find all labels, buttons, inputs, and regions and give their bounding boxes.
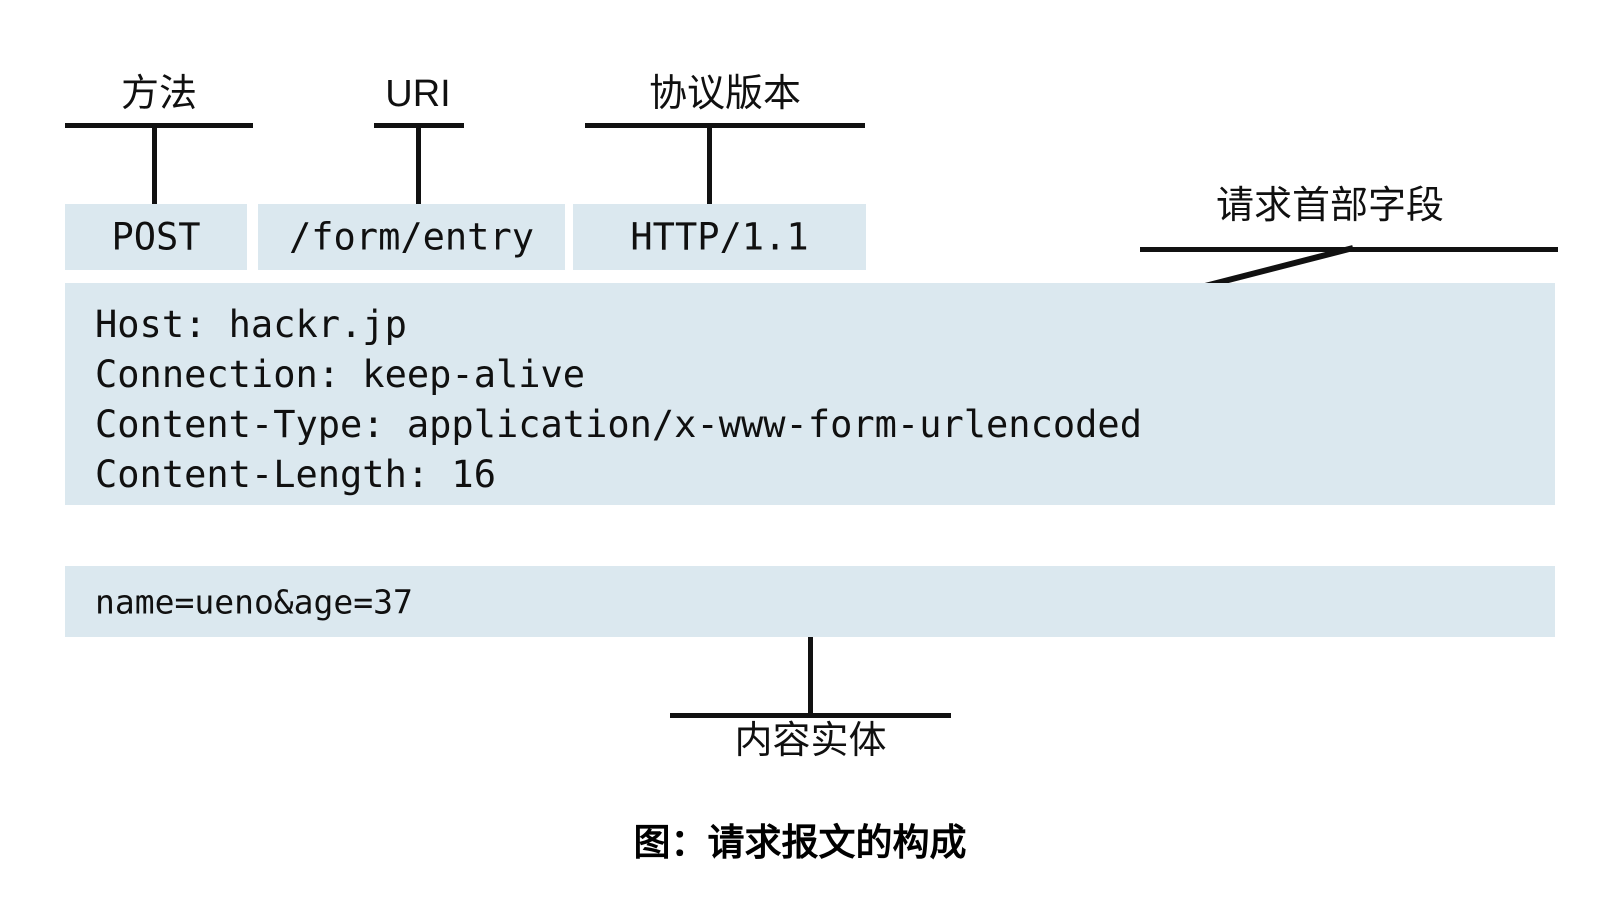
callout-stem-method bbox=[152, 123, 157, 206]
callout-leader-line-request-header-fields bbox=[1204, 245, 1354, 289]
callout-label-content-entity: 内容实体 bbox=[734, 720, 887, 762]
callout-stem-uri bbox=[416, 123, 421, 206]
request-header-fields-block: Host: hackr.jp Connection: keep-alive Co… bbox=[65, 283, 1555, 505]
callout-rule-protocol-version bbox=[585, 123, 865, 128]
request-line-version-value: HTTP/1.1 bbox=[630, 215, 809, 259]
callout-stem-protocol-version bbox=[707, 123, 712, 206]
request-line-method-value: POST bbox=[111, 215, 201, 259]
request-line-version-box: HTTP/1.1 bbox=[573, 204, 866, 270]
request-body-text: name=ueno&age=37 bbox=[95, 582, 413, 621]
request-line-uri-box: /form/entry bbox=[258, 204, 565, 270]
callout-label-method: 方法 bbox=[120, 73, 197, 115]
request-body-block: name=ueno&age=37 bbox=[65, 566, 1555, 637]
callout-stem-content-entity bbox=[808, 637, 813, 717]
callout-label-uri: URI bbox=[385, 73, 451, 115]
request-line-method-box: POST bbox=[65, 204, 247, 270]
callout-label-request-header-fields: 请求首部字段 bbox=[1215, 185, 1444, 227]
request-header-fields-text: Host: hackr.jp Connection: keep-alive Co… bbox=[95, 303, 1142, 496]
figure-caption: 图：请求报文的构成 bbox=[633, 822, 967, 863]
callout-label-protocol-version: 协议版本 bbox=[648, 73, 801, 115]
callout-rule-content-entity bbox=[670, 713, 951, 718]
callout-rule-method bbox=[65, 123, 253, 128]
request-line-uri-value: /form/entry bbox=[288, 215, 535, 259]
